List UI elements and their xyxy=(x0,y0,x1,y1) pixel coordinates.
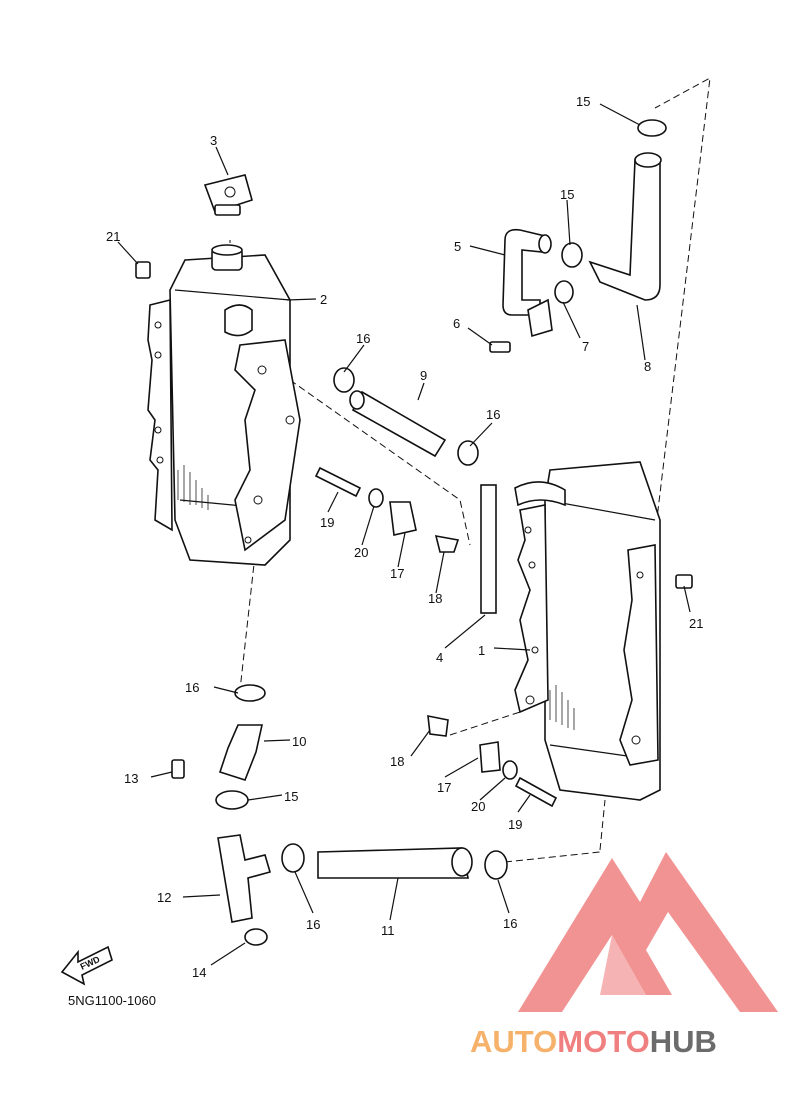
hose-5-icon xyxy=(502,228,546,316)
callout-12: 12 xyxy=(157,890,171,905)
washer-14-icon xyxy=(244,928,268,946)
clamp-16-b-icon xyxy=(457,440,479,466)
watermark-inner-icon xyxy=(600,935,646,995)
clamp-16-d-icon xyxy=(281,843,305,873)
callout-13: 13 xyxy=(124,771,138,786)
watermark-text-auto: AUTO xyxy=(470,1024,557,1059)
callout-4: 4 xyxy=(436,650,443,665)
clamp-15-mid-icon xyxy=(561,242,583,268)
callout-1: 1 xyxy=(478,643,485,658)
callout-15-top: 15 xyxy=(576,94,590,109)
callout-15-mid: 15 xyxy=(560,187,574,202)
watermark-text: AUTOMOTOHUB xyxy=(470,1024,717,1059)
callout-18-upper: 18 xyxy=(428,591,442,606)
callout-16-e: 16 xyxy=(503,916,517,931)
callout-3: 3 xyxy=(210,133,217,148)
washer-20-lower-icon xyxy=(502,760,518,780)
callout-20-lower: 20 xyxy=(471,799,485,814)
hose-8-icon xyxy=(588,159,661,301)
callout-21-left: 21 xyxy=(106,229,120,244)
bolt-21-left-icon xyxy=(135,261,151,279)
clamp-15-bottom-icon xyxy=(215,790,249,810)
collar-18-upper-icon xyxy=(434,534,460,553)
clamp-16-c-icon xyxy=(234,684,266,702)
callout-19-lower: 19 xyxy=(508,817,522,832)
small-parts: FWD xyxy=(60,119,693,986)
callout-14: 14 xyxy=(192,965,206,980)
radiator-cap-icon xyxy=(203,174,253,216)
grommet-17-lower-icon xyxy=(479,741,501,773)
callout-16-b: 16 xyxy=(486,407,500,422)
callout-10: 10 xyxy=(292,734,306,749)
screw-13-icon xyxy=(171,759,185,779)
callout-16-c: 16 xyxy=(185,680,199,695)
watermark-text-hub: HUB xyxy=(650,1024,717,1059)
bolt-19-lower-icon xyxy=(514,776,558,808)
callout-labels: 1 2 3 4 5 6 7 8 9 10 11 12 13 14 15 15 1… xyxy=(106,94,703,980)
watermark-triangle-icon xyxy=(518,852,778,1012)
callout-5: 5 xyxy=(454,239,461,254)
washer-7-icon xyxy=(554,280,574,304)
hose-9-icon xyxy=(351,390,447,458)
grommet-17-upper-icon xyxy=(389,501,417,536)
fwd-arrow-icon: FWD xyxy=(60,945,113,986)
callout-19-upper: 19 xyxy=(320,515,334,530)
callout-11: 11 xyxy=(381,923,395,938)
callout-16-a: 16 xyxy=(356,331,370,346)
collar-18-lower-icon xyxy=(427,715,449,737)
clamp-15-top-icon xyxy=(637,119,667,137)
diagram-code: 5NG1100-1060 xyxy=(68,993,156,1008)
pipe-12-icon xyxy=(217,834,271,923)
clamp-16-e-icon xyxy=(484,850,508,880)
left-radiator xyxy=(147,244,301,566)
callout-17-upper: 17 xyxy=(390,566,404,581)
callout-7: 7 xyxy=(582,339,589,354)
watermark-logo: AUTOMOTOHUB xyxy=(470,852,778,1059)
callout-18-lower: 18 xyxy=(390,754,404,769)
callout-21-right: 21 xyxy=(689,616,703,631)
bracket-4-icon xyxy=(480,484,497,614)
leader-lines xyxy=(117,103,691,966)
washer-20-upper-icon xyxy=(368,488,384,508)
callout-2: 2 xyxy=(320,292,327,307)
right-radiator xyxy=(514,461,661,801)
callout-8: 8 xyxy=(644,359,651,374)
hose-11-icon xyxy=(317,847,469,879)
callout-9: 9 xyxy=(420,368,427,383)
bolt-6-icon xyxy=(489,341,511,353)
bolt-19-upper-icon xyxy=(314,466,362,498)
callout-20-upper: 20 xyxy=(354,545,368,560)
callout-16-d: 16 xyxy=(306,917,320,932)
callout-17-lower: 17 xyxy=(437,780,451,795)
callout-6: 6 xyxy=(453,316,460,331)
clamp-16-a-icon xyxy=(333,367,355,393)
hose-10-icon xyxy=(218,724,263,781)
watermark-text-moto: MOTO xyxy=(557,1024,649,1059)
callout-15-bottom: 15 xyxy=(284,789,298,804)
